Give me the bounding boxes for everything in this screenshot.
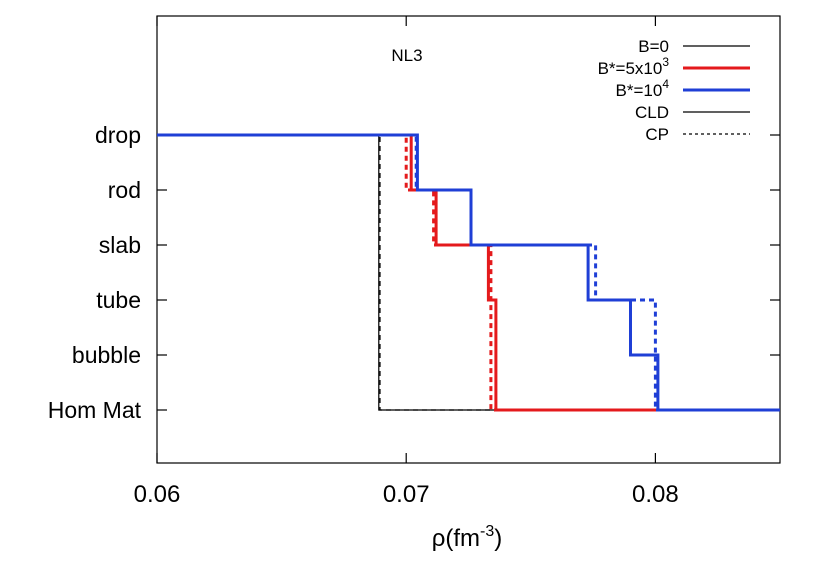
legend-label-2: B*=104 <box>616 77 670 100</box>
series-line-0 <box>157 134 780 411</box>
x-axis-label-tail: ) <box>494 525 502 552</box>
y-category-label-5: drop <box>95 122 141 148</box>
series-line-4 <box>157 133 780 412</box>
series-line-2 <box>157 133 780 412</box>
legend-label-1: B*=5x103 <box>598 55 670 78</box>
panel-label: NL3 <box>391 46 422 65</box>
series-line-5 <box>157 133 780 412</box>
axis-ticks: 0.06 0.07 0.08 Hom Mat bubble tube slab rod drop <box>48 16 780 508</box>
legend-label-0: B=0 <box>638 37 669 56</box>
x-tick-label-1: 0.07 <box>383 481 430 508</box>
x-axis-label-sup: -3 <box>480 523 494 540</box>
plot-frame <box>156 15 781 464</box>
series-line-1 <box>157 134 780 411</box>
legend-label-4: CP <box>645 125 669 144</box>
y-category-label-3: slab <box>99 232 141 258</box>
x-tick-label-0: 0.06 <box>134 481 181 508</box>
x-tick-label-2: 0.08 <box>632 481 679 508</box>
y-category-label-2: tube <box>96 287 141 313</box>
series-layer <box>157 133 780 412</box>
x-axis-label-base: ρ(fm <box>432 525 480 552</box>
y-category-label-0: Hom Mat <box>48 397 142 423</box>
y-category-label-1: bubble <box>72 342 141 368</box>
series-line-3 <box>157 133 780 412</box>
legend-label-3: CLD <box>635 103 669 122</box>
x-axis-label: ρ(fm-3) <box>432 523 503 552</box>
y-category-label-4: rod <box>108 177 141 203</box>
